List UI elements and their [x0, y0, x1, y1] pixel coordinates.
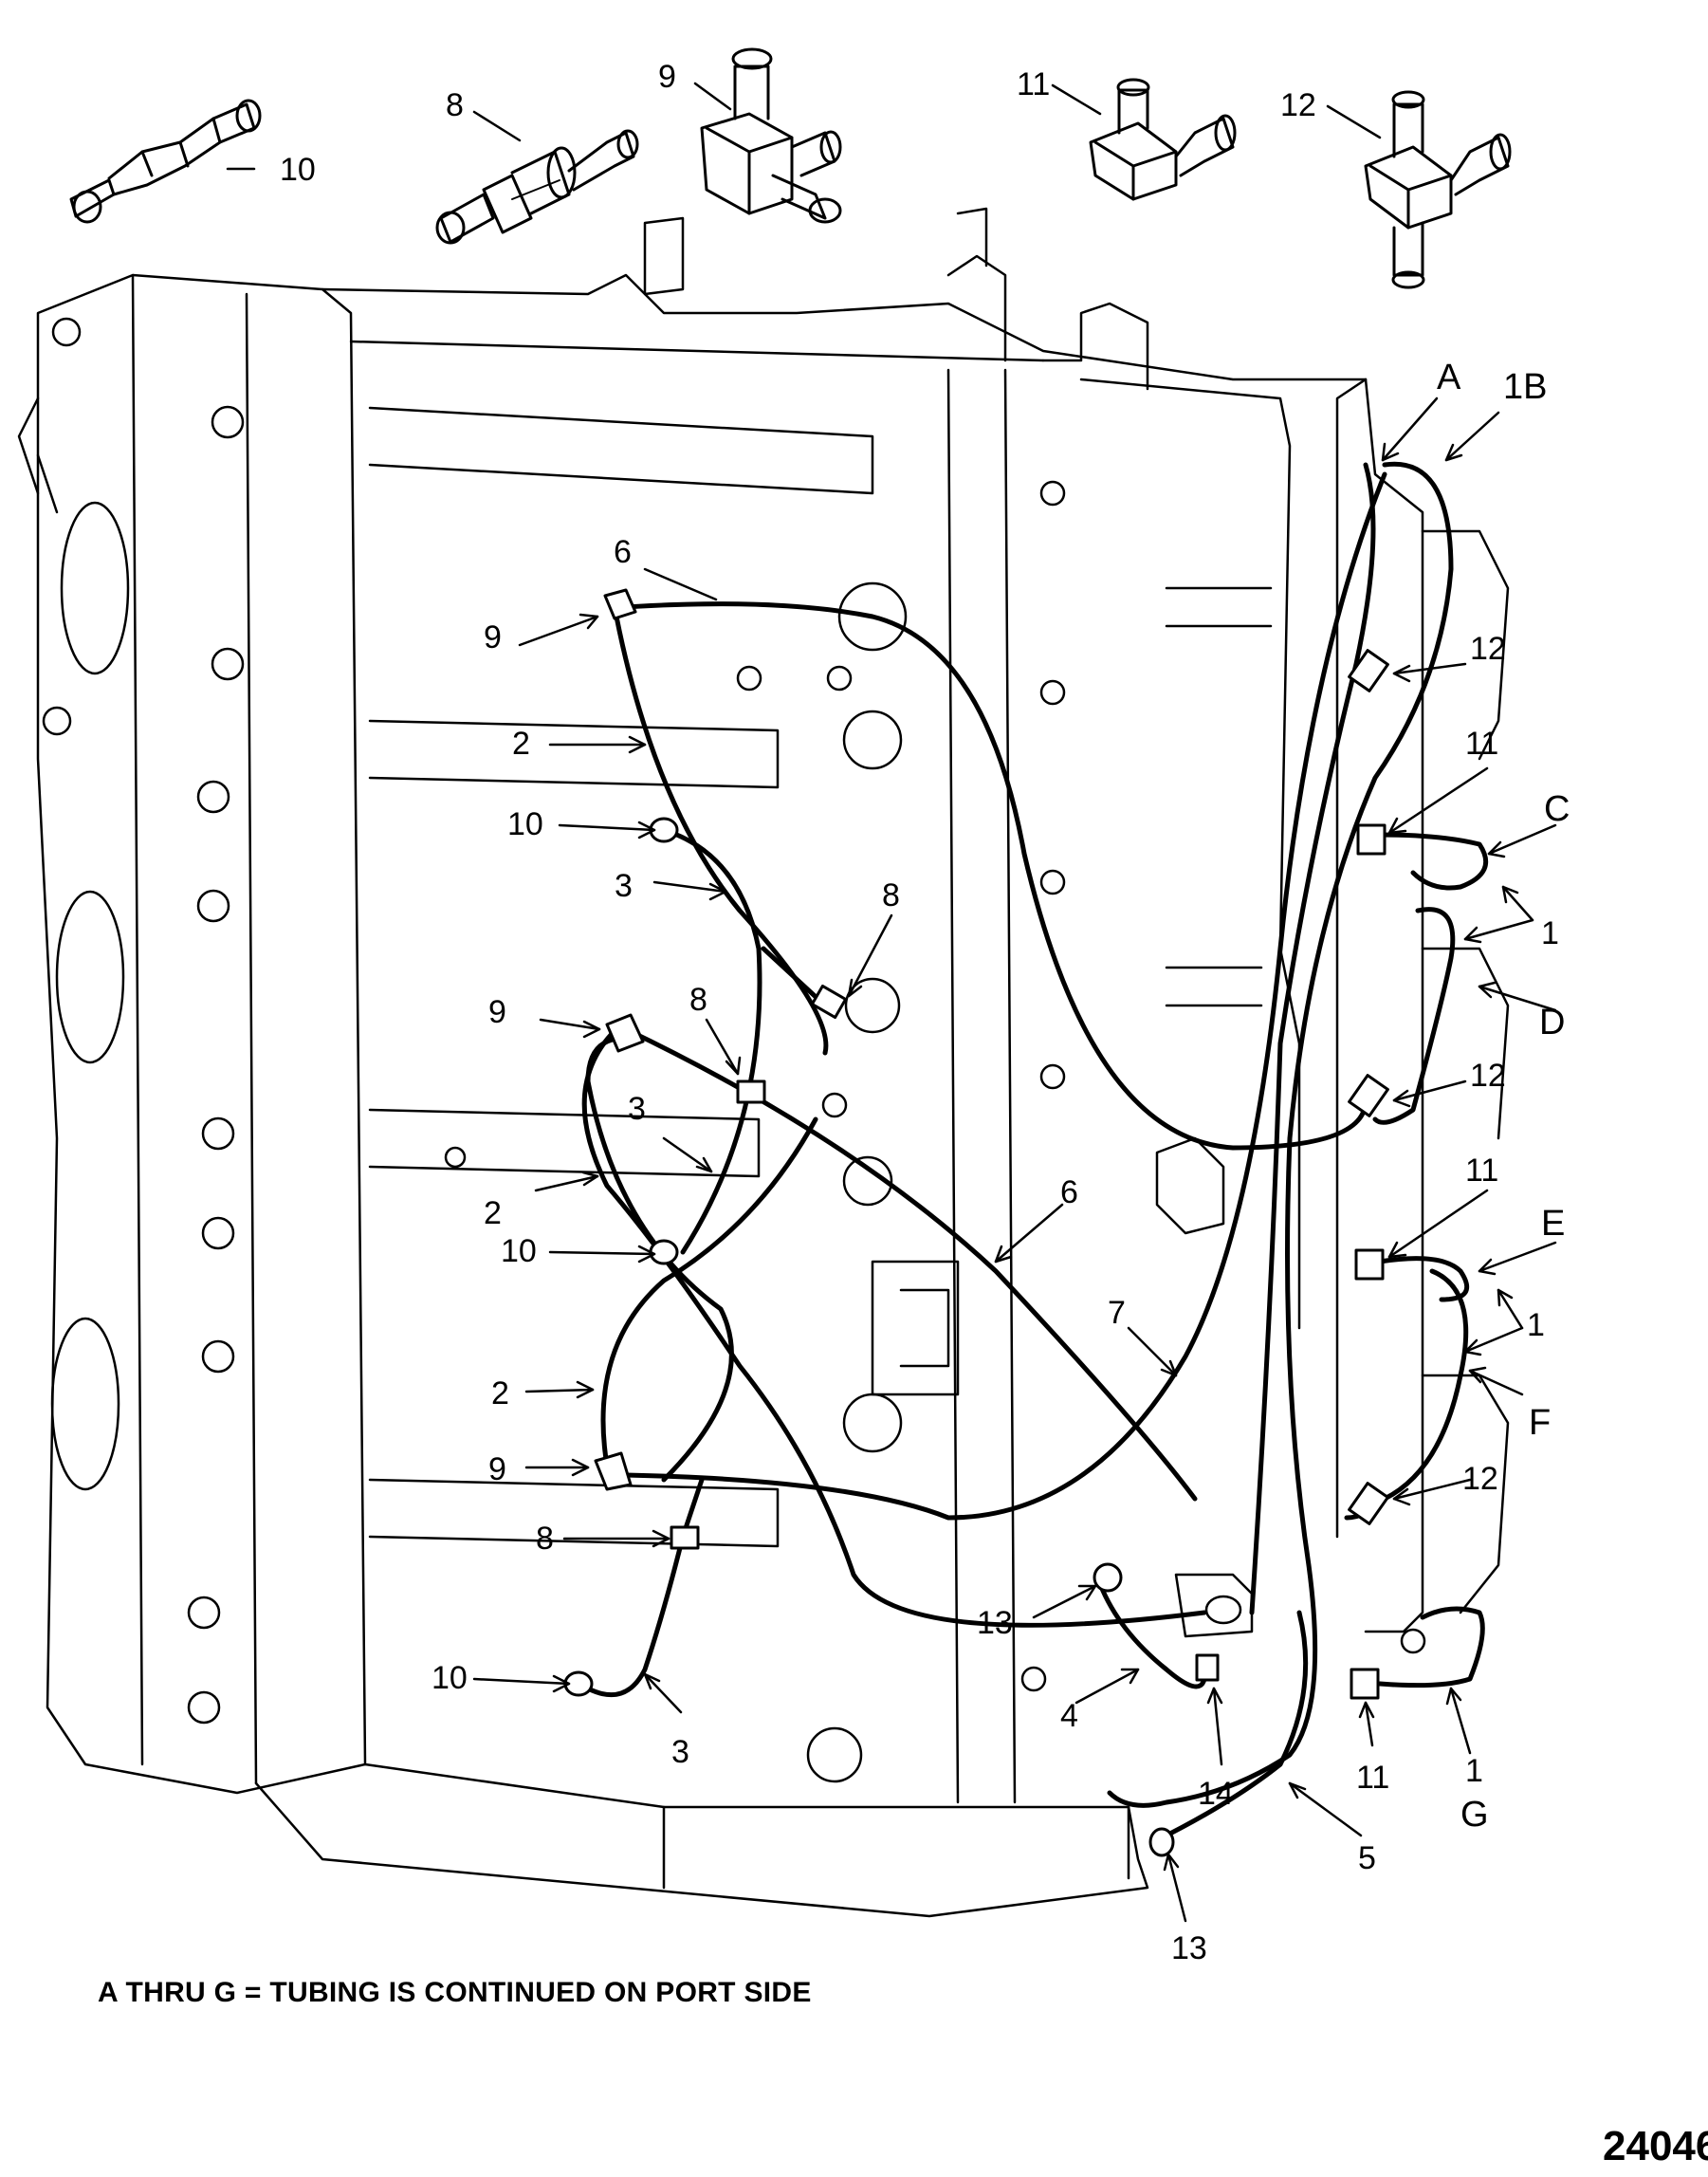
callout-11-c: 11 [1356, 1760, 1389, 1796]
detail-label-11: 11 [1017, 66, 1050, 102]
fitting-11-b [1354, 1248, 1385, 1281]
callout-12-a: 12 [1470, 631, 1506, 667]
fitting-8-a [810, 984, 848, 1020]
fitting-13-b [1148, 1827, 1175, 1857]
fitting-9-detail [700, 47, 842, 224]
callout-8-a: 8 [882, 877, 900, 913]
callout-5: 5 [1358, 1840, 1376, 1876]
fitting-10-detail [69, 99, 262, 224]
fitting-9-mid [605, 1013, 645, 1053]
fitting-8-c [670, 1525, 700, 1550]
callout-3-b: 3 [628, 1091, 646, 1127]
callout-3-a: 3 [615, 868, 633, 904]
callout-2-mid: 2 [484, 1195, 502, 1231]
callout-1B: 1B [1503, 367, 1547, 407]
callout-D: D [1539, 1003, 1565, 1042]
detail-label-8: 8 [446, 87, 464, 123]
callout-E: E [1541, 1204, 1565, 1244]
detail-label-12: 12 [1280, 87, 1316, 123]
callout-F: F [1529, 1403, 1551, 1443]
callout-2-low: 2 [491, 1375, 509, 1411]
engine-fittings [563, 588, 1389, 1857]
callout-12-b: 12 [1470, 1058, 1506, 1094]
callout-1-a: 1 [1541, 915, 1559, 951]
callout-C: C [1544, 789, 1570, 829]
callout-8-b: 8 [689, 982, 707, 1018]
callout-13-b: 13 [1171, 1930, 1207, 1966]
callout-1-c: 1 [1465, 1753, 1483, 1789]
fitting-13-a [1093, 1562, 1123, 1593]
callout-8-c: 8 [536, 1521, 554, 1557]
callout-10-b: 10 [501, 1233, 537, 1269]
callout-14: 14 [1198, 1776, 1234, 1812]
fitting-9-low [594, 1451, 633, 1491]
fitting-12-detail [1364, 90, 1512, 289]
callout-9-mid: 9 [488, 994, 506, 1030]
fitting-9-top [603, 588, 637, 620]
callout-10-a: 10 [507, 806, 543, 842]
hoses [581, 461, 1489, 1843]
fitting-14 [1195, 1653, 1220, 1682]
callout-9-low: 9 [488, 1451, 506, 1487]
detail-label-10: 10 [280, 152, 316, 188]
callout-6-mid: 6 [1060, 1174, 1078, 1210]
fitting-11-a [1356, 823, 1387, 856]
fitting-12-a [1348, 649, 1389, 692]
fitting-8-detail [435, 129, 639, 245]
leader-lines [226, 82, 1557, 1923]
fitting-12-b [1348, 1074, 1389, 1117]
callout-10-c: 10 [432, 1660, 468, 1696]
callout-4: 4 [1060, 1698, 1078, 1734]
detail-label-9: 9 [658, 59, 676, 95]
callout-11-a: 11 [1465, 726, 1498, 762]
fitting-8-b [736, 1079, 766, 1104]
callout-13-a: 13 [977, 1605, 1013, 1641]
callout-6-top: 6 [614, 534, 632, 570]
fitting-12-c [1348, 1482, 1389, 1525]
callout-12-c: 12 [1462, 1461, 1498, 1497]
fitting-11-detail [1089, 78, 1237, 201]
callout-labels: 10 8 9 11 12 6 9 2 10 3 8 9 8 3 2 10 6 7… [280, 59, 1570, 1966]
callout-G: G [1460, 1795, 1489, 1835]
fitting-11-c [1350, 1668, 1380, 1700]
callout-9-top: 9 [484, 619, 502, 655]
figure-number: 24046 [1603, 2123, 1708, 2169]
callout-1-b: 1 [1527, 1307, 1545, 1343]
fitting-10-b [649, 1239, 679, 1265]
callout-2-top: 2 [512, 726, 530, 762]
callout-A: A [1437, 358, 1461, 397]
figure-caption: A THRU G = TUBING IS CONTINUED ON PORT S… [98, 1977, 812, 2008]
callout-3-c: 3 [671, 1734, 689, 1770]
engine-block [17, 207, 1510, 1918]
callout-7: 7 [1108, 1295, 1126, 1331]
callout-11-b: 11 [1465, 1153, 1498, 1189]
head-bolts [42, 317, 245, 1725]
